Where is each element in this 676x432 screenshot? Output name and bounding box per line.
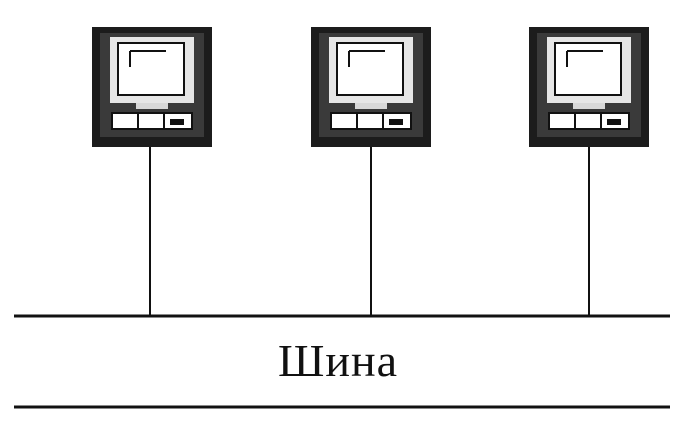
computer-icon: [91, 26, 213, 148]
computer-icon: [310, 26, 432, 148]
bus-label: Шина: [277, 335, 399, 386]
computer-icon: [528, 26, 650, 148]
